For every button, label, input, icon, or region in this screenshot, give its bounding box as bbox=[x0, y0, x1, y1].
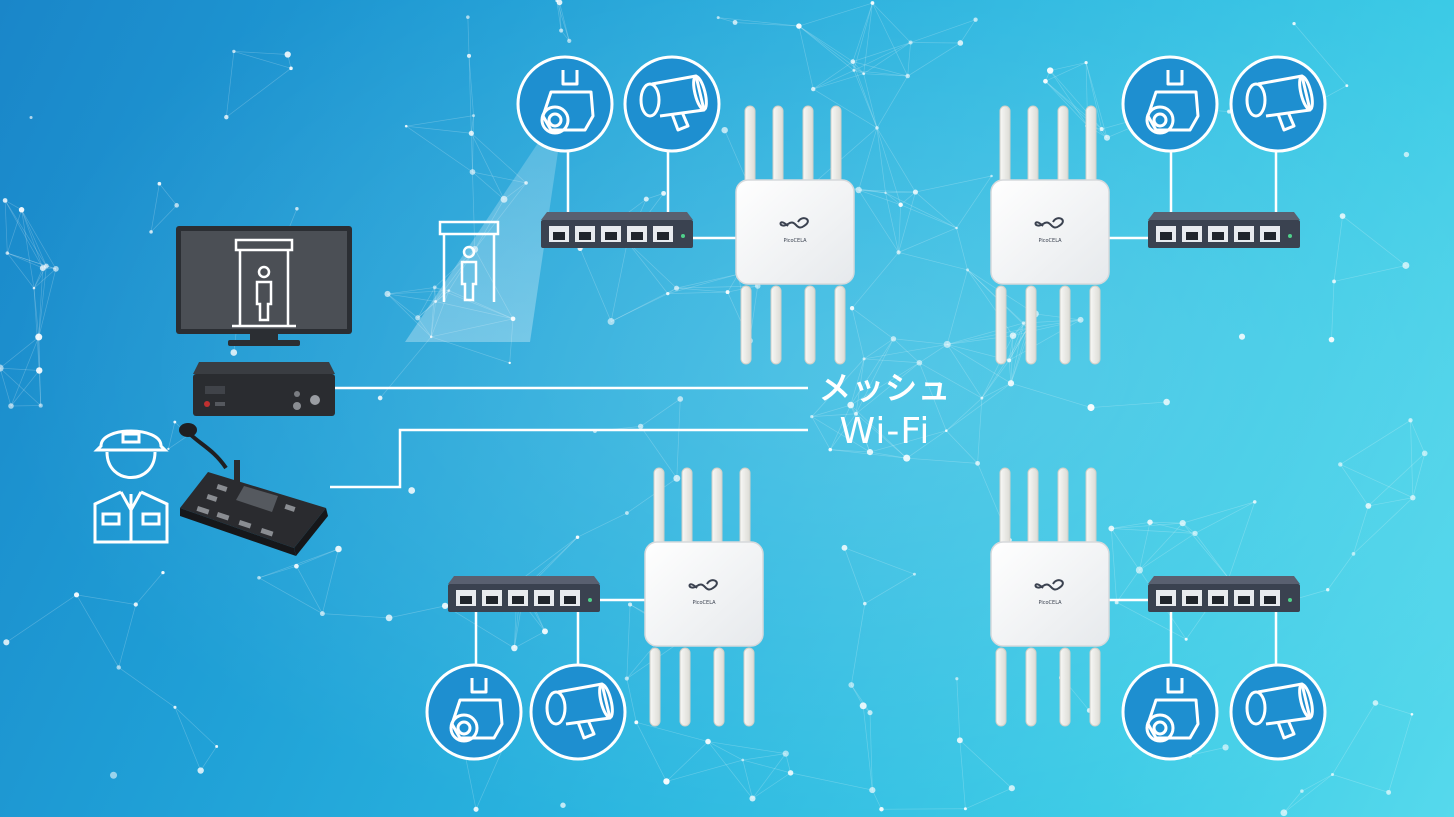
mesh-wifi-caption: メッシュ Wi-Fi bbox=[800, 366, 970, 454]
megaphone-speaker-icon bbox=[1229, 55, 1327, 153]
megaphone-speaker-icon bbox=[623, 55, 721, 153]
device-logo-text: PicoCELA bbox=[1038, 238, 1062, 244]
security-camera-icon bbox=[1121, 663, 1219, 761]
device-logo-text: PicoCELA bbox=[692, 600, 716, 606]
walk-through-gate-icon bbox=[438, 220, 500, 302]
megaphone-speaker-icon bbox=[1229, 663, 1327, 761]
mesh-access-point: PicoCELA bbox=[990, 467, 1110, 727]
network-switch bbox=[541, 212, 693, 248]
mesh-access-point: PicoCELA bbox=[990, 105, 1110, 365]
device-links bbox=[474, 150, 1278, 665]
network-switch bbox=[448, 576, 600, 612]
security-camera-icon bbox=[516, 55, 614, 153]
console-link-line bbox=[330, 428, 808, 489]
mesh-access-point: PicoCELA bbox=[735, 105, 855, 365]
security-camera-icon bbox=[425, 663, 523, 761]
security-guard-icon bbox=[93, 429, 169, 544]
desk-microphone-console-icon bbox=[179, 423, 328, 556]
network-switch bbox=[1148, 212, 1300, 248]
mesh-devices: PicoCELA PicoCELA PicoCELA PicoCELA bbox=[425, 55, 1327, 761]
security-camera-icon bbox=[1121, 55, 1219, 153]
network-switch bbox=[1148, 576, 1300, 612]
monitor-with-gate-icon bbox=[176, 226, 352, 346]
device-logo-text: PicoCELA bbox=[1038, 600, 1062, 606]
caption-line-1: メッシュ bbox=[818, 369, 951, 407]
control-links bbox=[330, 386, 808, 489]
device-logo-text: PicoCELA bbox=[783, 238, 807, 244]
mesh-access-point: PicoCELA bbox=[644, 467, 764, 727]
megaphone-speaker-icon bbox=[529, 663, 627, 761]
video-recorder-icon bbox=[193, 362, 335, 416]
caption-line-2: Wi-Fi bbox=[839, 411, 931, 452]
